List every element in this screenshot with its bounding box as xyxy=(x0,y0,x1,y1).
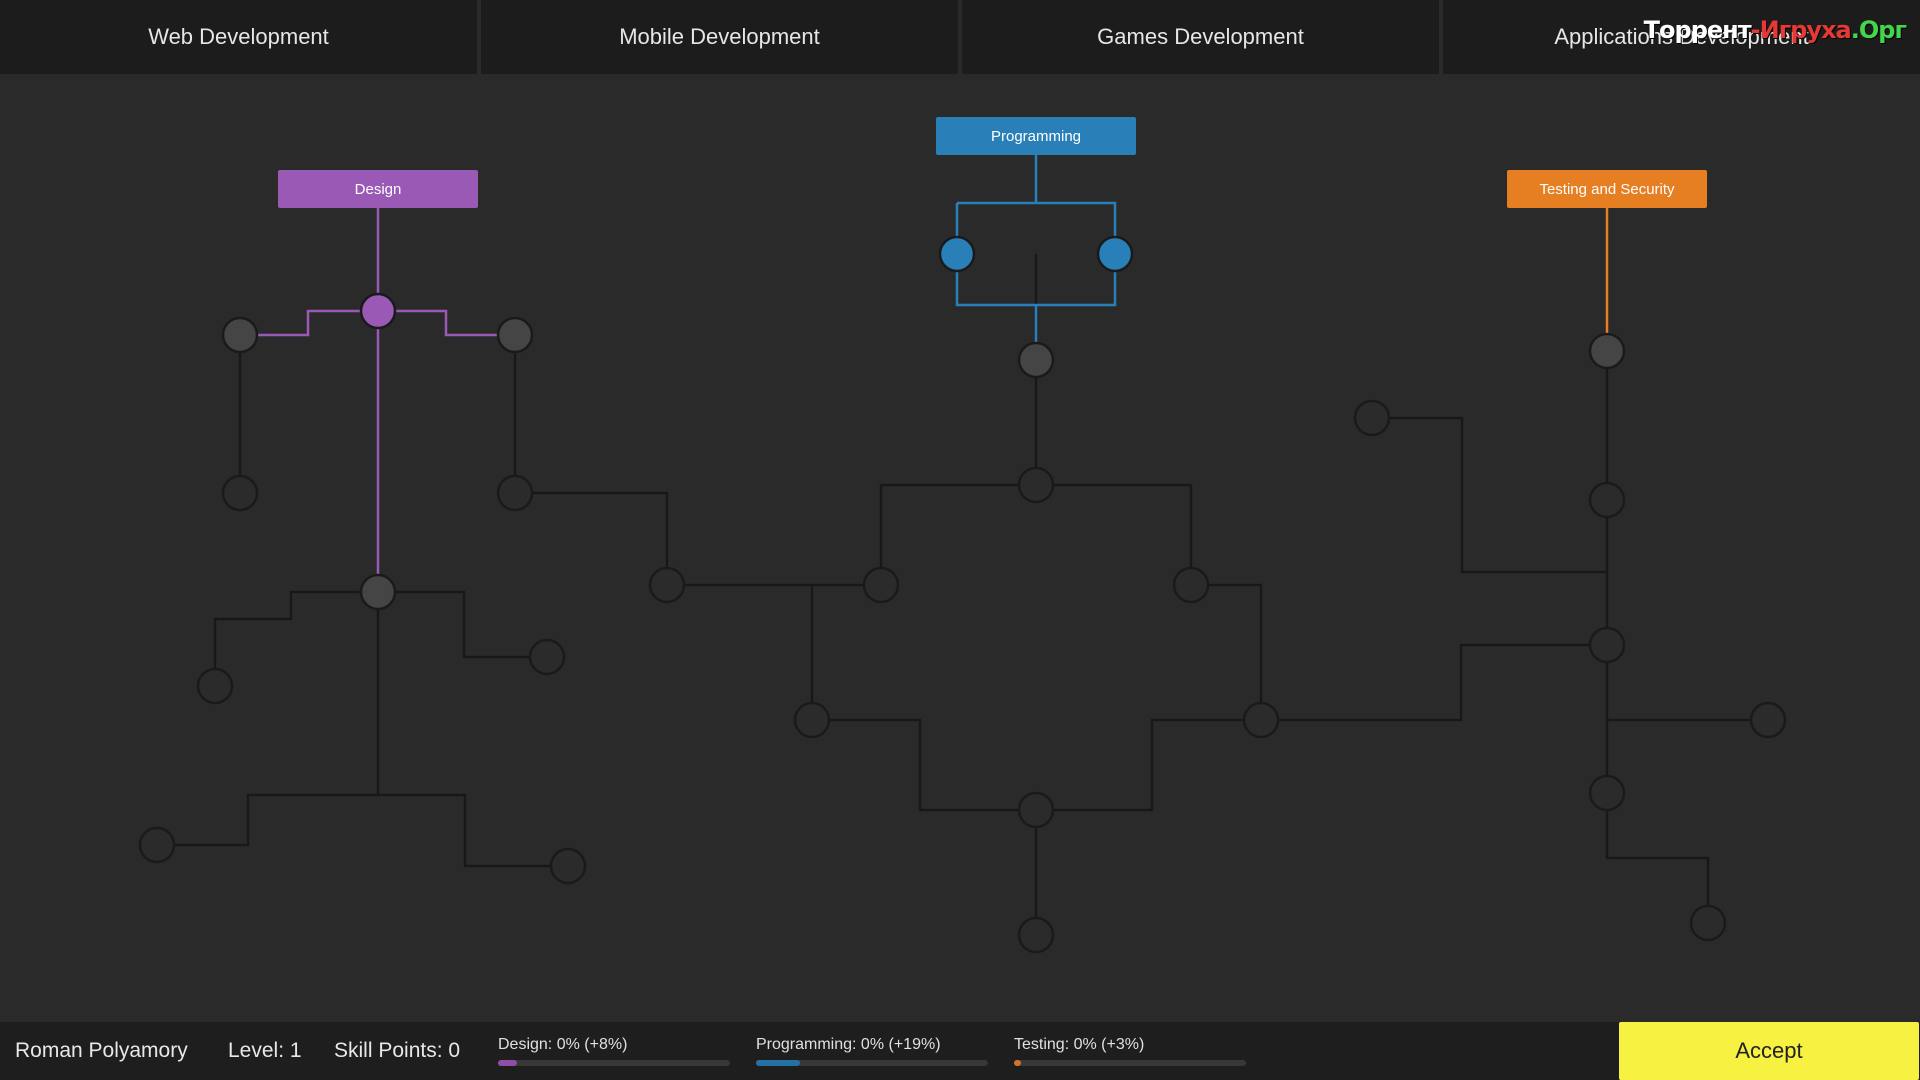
stat-programming-fill xyxy=(756,1060,800,1066)
skill-node[interactable] xyxy=(864,568,898,602)
skill-node[interactable] xyxy=(223,476,257,510)
skill-node[interactable] xyxy=(1751,703,1785,737)
category-design[interactable]: Design xyxy=(278,170,478,208)
stat-testing-fill xyxy=(1014,1060,1021,1066)
skill-node-design-right[interactable] xyxy=(498,318,532,352)
accept-button[interactable]: Accept xyxy=(1619,1022,1919,1080)
skill-node[interactable] xyxy=(1590,628,1624,662)
skill-node[interactable] xyxy=(1691,906,1725,940)
skill-node[interactable] xyxy=(1355,401,1389,435)
skill-node-design-left[interactable] xyxy=(223,318,257,352)
stat-design-fill xyxy=(498,1060,517,1066)
stat-testing-bar xyxy=(1014,1060,1246,1066)
design-connectors xyxy=(240,206,515,592)
stat-design-label: Design: 0% (+8%) xyxy=(498,1036,730,1054)
stat-programming-label: Programming: 0% (+19%) xyxy=(756,1036,988,1054)
skill-node[interactable] xyxy=(1019,468,1053,502)
inactive-connectors xyxy=(157,254,1768,935)
skill-node[interactable] xyxy=(551,849,585,883)
stat-programming: Programming: 0% (+19%) xyxy=(756,1036,988,1066)
skill-node[interactable] xyxy=(530,640,564,674)
player-name: Roman Polyamory xyxy=(15,1022,188,1080)
skill-node[interactable] xyxy=(1244,703,1278,737)
skill-node[interactable] xyxy=(1174,568,1208,602)
skill-node[interactable] xyxy=(1590,776,1624,810)
stat-testing: Testing: 0% (+3%) xyxy=(1014,1036,1246,1066)
stat-design: Design: 0% (+8%) xyxy=(498,1036,730,1066)
level-label: Level: 1 xyxy=(228,1022,302,1080)
skill-node[interactable] xyxy=(650,568,684,602)
skill-node[interactable] xyxy=(1019,918,1053,952)
skill-node[interactable] xyxy=(795,703,829,737)
skill-points-label: Skill Points: 0 xyxy=(334,1022,460,1080)
skill-node[interactable] xyxy=(198,669,232,703)
skill-node-programming-active-left[interactable] xyxy=(940,237,974,271)
skill-node-design-mid[interactable] xyxy=(361,575,395,609)
stat-testing-label: Testing: 0% (+3%) xyxy=(1014,1036,1246,1054)
skill-node[interactable] xyxy=(140,828,174,862)
skill-node[interactable] xyxy=(498,476,532,510)
skill-node-programming-active-right[interactable] xyxy=(1098,237,1132,271)
skill-node[interactable] xyxy=(1590,483,1624,517)
category-testing-and-security[interactable]: Testing and Security xyxy=(1507,170,1707,208)
skill-node-testing-root[interactable] xyxy=(1590,334,1624,368)
skill-node-programming-root[interactable] xyxy=(1019,343,1053,377)
stat-programming-bar xyxy=(756,1060,988,1066)
skill-node-design-active[interactable] xyxy=(361,294,395,328)
category-programming[interactable]: Programming xyxy=(936,117,1136,155)
stat-design-bar xyxy=(498,1060,730,1066)
skill-node[interactable] xyxy=(1019,793,1053,827)
